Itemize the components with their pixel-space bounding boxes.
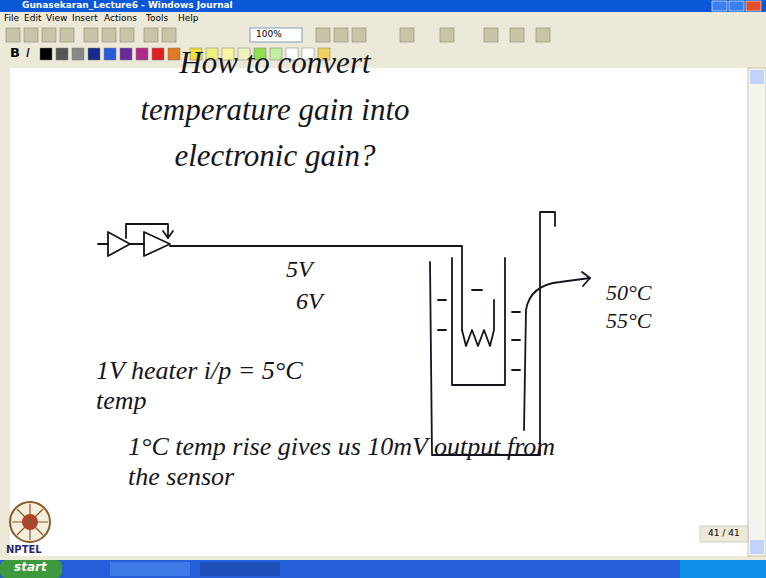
menu-item: Help xyxy=(178,13,199,23)
toolbar-icons xyxy=(6,28,550,42)
handwritten-heading: How to convert temperature gain into ele… xyxy=(110,40,440,180)
taskbar-item xyxy=(200,562,280,576)
handwritten-note: 1°C temp rise gives us 10mV output from … xyxy=(128,432,558,492)
page-counter-box xyxy=(700,526,748,542)
window-button xyxy=(712,1,727,11)
logo-text: NPTEL xyxy=(6,544,42,556)
window-title: Gunasekaran_Lecture6 - Windows Journal xyxy=(22,0,233,10)
menu-item: Insert xyxy=(72,13,98,23)
temperature-label: 50°C xyxy=(606,280,651,305)
menu-item: Tools xyxy=(146,13,168,23)
amplifier-heater-sketch xyxy=(98,212,590,455)
system-tray xyxy=(680,560,766,578)
nptel-logo xyxy=(10,502,50,542)
handwritten-note: 1V heater i/p = 5°C temp xyxy=(96,356,346,416)
scrollbar xyxy=(748,68,766,556)
taskbar-item xyxy=(110,562,190,576)
zoom-level: 100% xyxy=(256,29,282,39)
window-button xyxy=(729,1,744,11)
start-button xyxy=(0,560,62,578)
start-label: start xyxy=(14,561,47,575)
menu-item: View xyxy=(46,13,67,23)
menu-bar xyxy=(0,12,766,24)
menu-item: Actions xyxy=(104,13,137,23)
menu-item: File xyxy=(4,13,19,23)
close-button xyxy=(746,1,761,11)
taskbar xyxy=(0,560,766,578)
scroll-arrow xyxy=(750,70,764,84)
menu-item: Edit xyxy=(24,13,41,23)
journal-page xyxy=(10,68,748,556)
italic-button: I xyxy=(26,46,30,61)
voltage-label: 6V xyxy=(296,288,323,316)
bold-button: B xyxy=(10,46,20,61)
title-bar xyxy=(0,0,766,12)
temperature-label: 55°C xyxy=(606,308,651,333)
page-counter: 41 / 41 xyxy=(708,528,740,538)
voltage-label: 5V xyxy=(286,256,313,284)
scroll-arrow xyxy=(750,540,764,554)
zoom-box xyxy=(250,28,302,42)
toolbar xyxy=(0,24,766,68)
